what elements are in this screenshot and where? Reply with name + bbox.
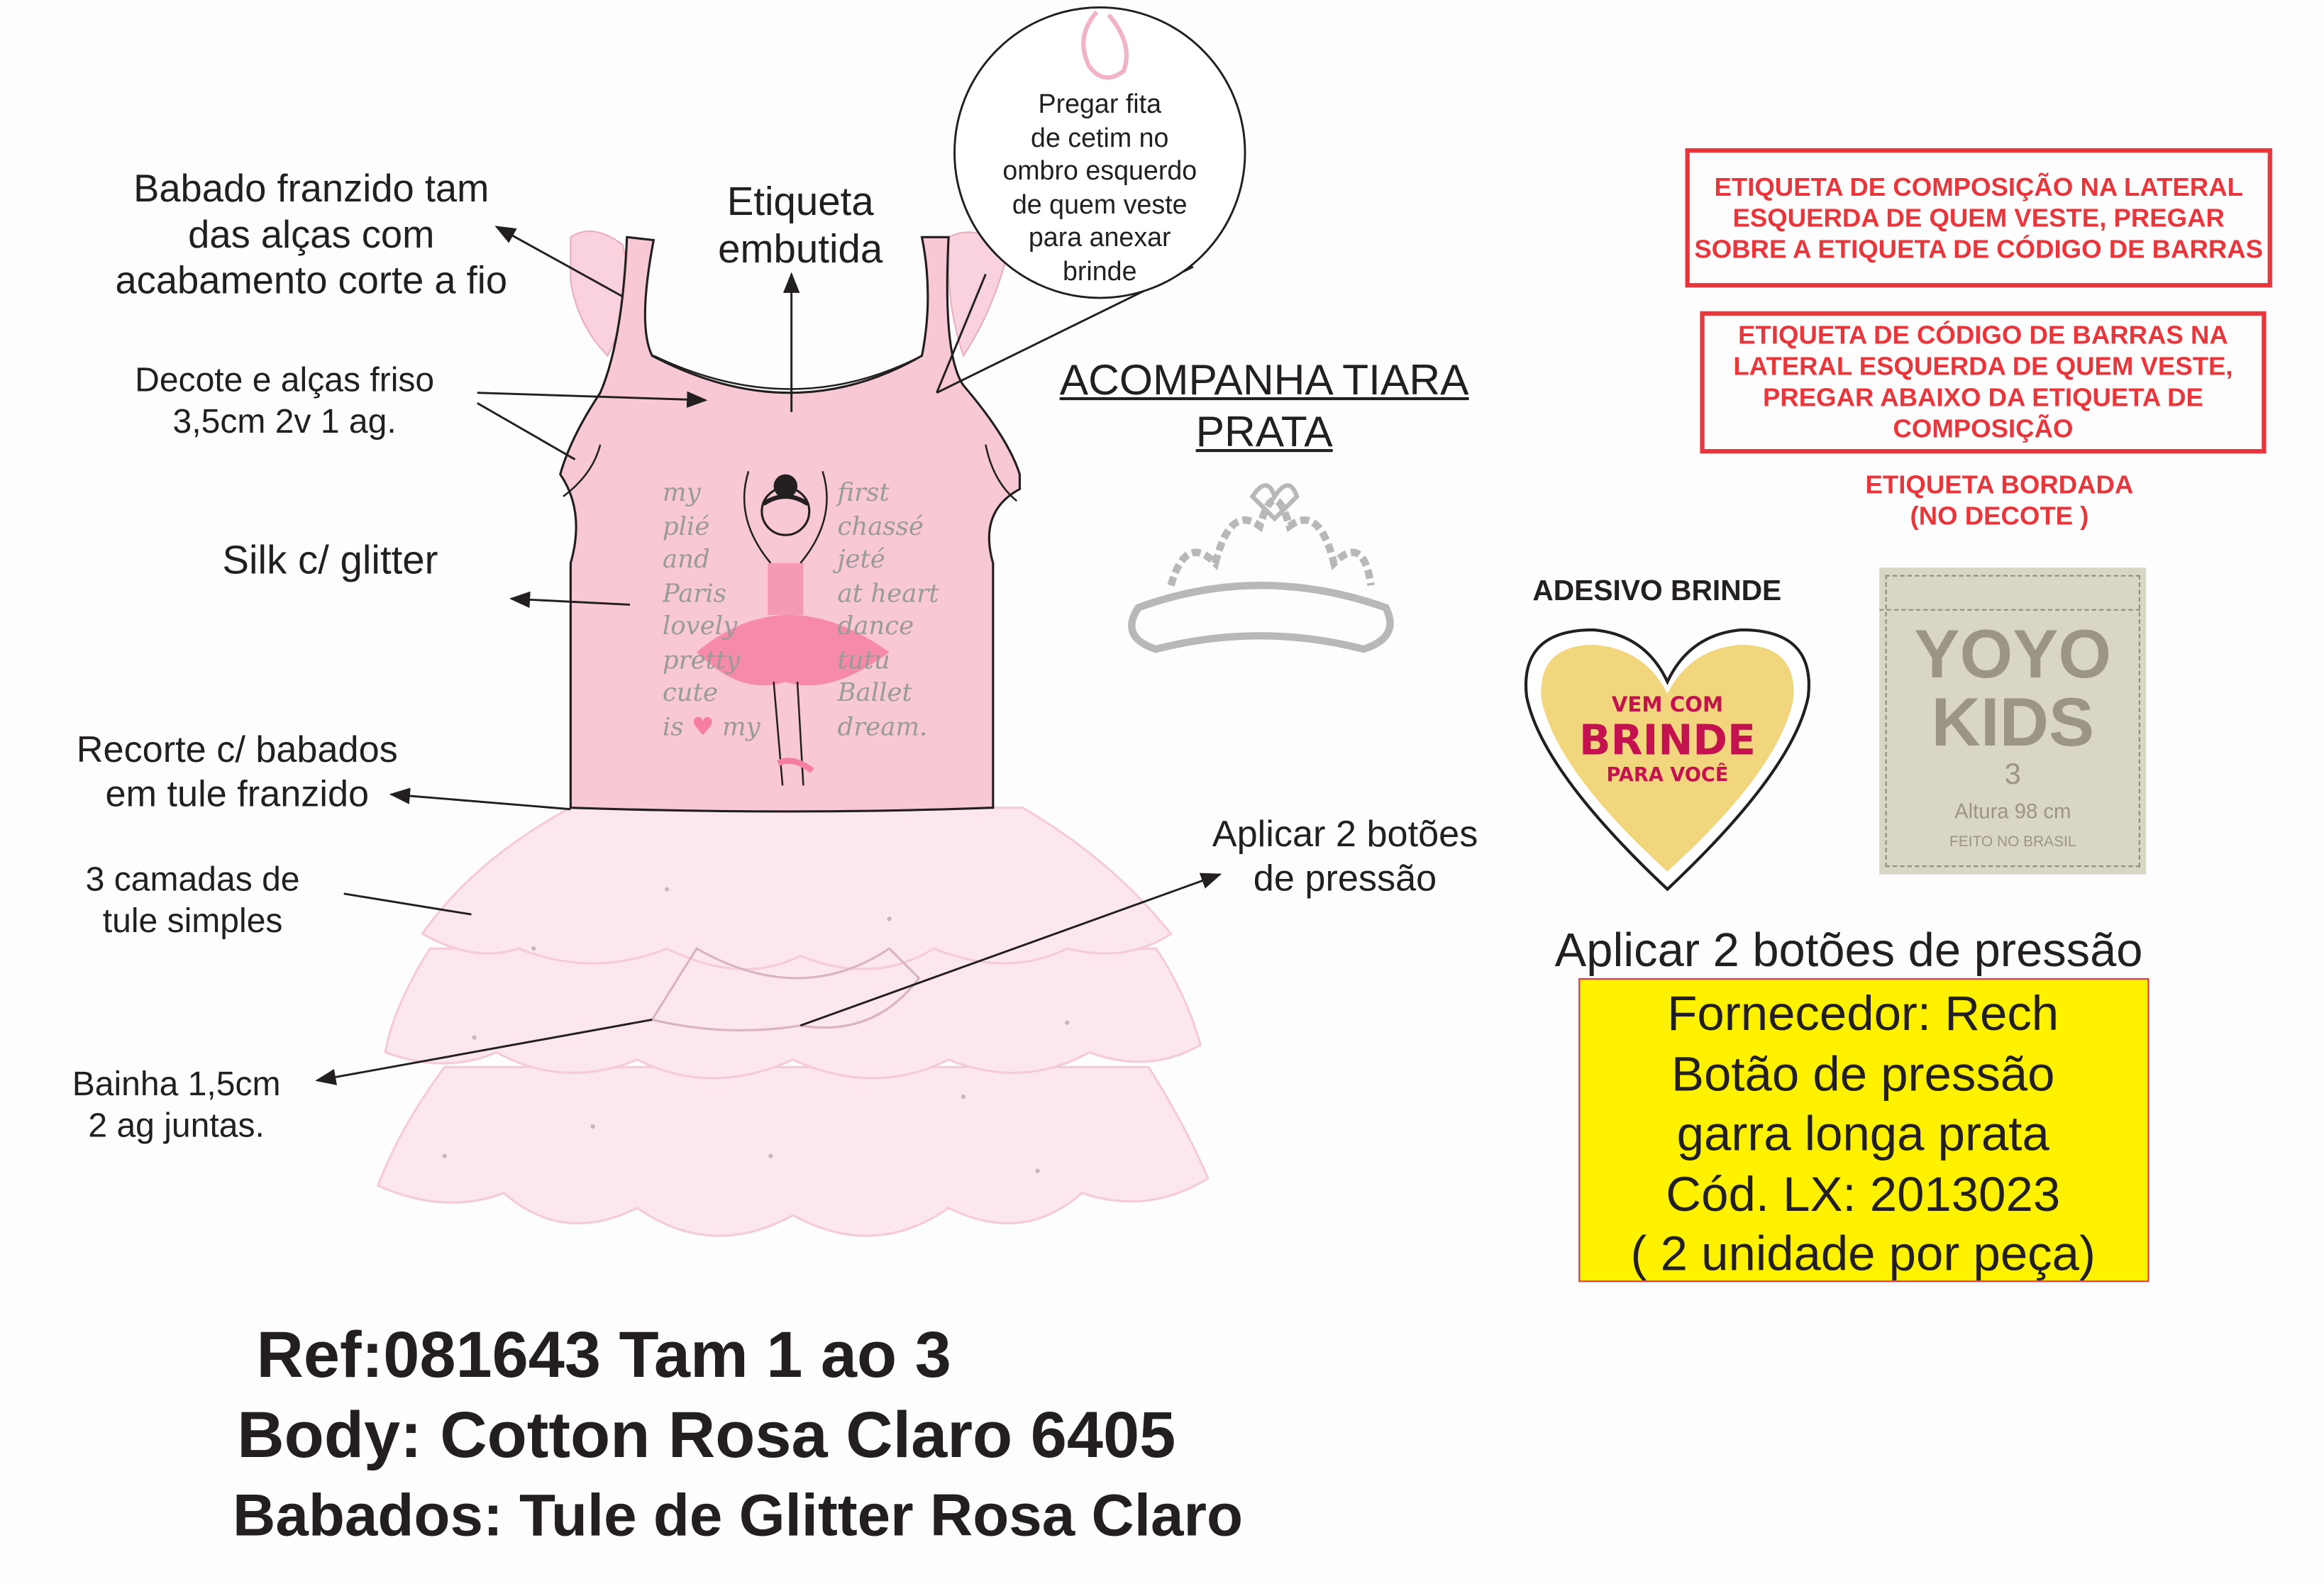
print-word: chassé: [837, 511, 924, 542]
print-word: my: [662, 478, 701, 509]
satin-ribbon-icon: [1081, 10, 1129, 80]
glitter: [442, 887, 1070, 1173]
supplier-heading: Aplicar 2 botões de pressão: [1554, 923, 2143, 977]
supplier-line: Cód. LX: 2013023: [1666, 1165, 2061, 1221]
body-crotch: [650, 947, 921, 1032]
label-origin: FEITO NO BRASIL: [1949, 834, 2076, 851]
print-word: and: [662, 545, 710, 575]
sticker-text: VEM COM BRINDE PARA VOCÊ: [1579, 693, 1756, 787]
brand-label: YOYO KIDS 3 Altura 98 cm FEITO NO BRASIL: [1879, 567, 2147, 875]
reference-code: Ref:081643 Tam 1 ao 3: [256, 1319, 951, 1392]
brand-name: YOYO: [1914, 615, 2112, 692]
print-word: Paris: [662, 578, 726, 609]
print-word: tutu: [837, 645, 890, 675]
print-word: plié: [662, 511, 710, 542]
tiara-icon: [1128, 483, 1394, 653]
callout-circle: [953, 6, 1246, 299]
print-word: dance: [837, 611, 914, 642]
print-word: my: [721, 711, 760, 742]
body-fabric: Body: Cotton Rosa Claro 6405: [237, 1399, 1176, 1472]
print-word: cute: [662, 678, 719, 709]
label-height: Altura 98 cm: [1954, 799, 2071, 823]
print-word: at heart: [837, 578, 939, 609]
ballerina-print: [696, 471, 890, 786]
sticker-heart: [1524, 628, 1810, 892]
print-word: pretty: [662, 645, 741, 675]
print-text-left: my plié and Paris lovely pretty cute is …: [663, 477, 760, 744]
brand-name: KIDS: [1931, 683, 2095, 760]
annotation-silk: Silk c/ glitter: [222, 538, 438, 583]
ruffle-fabric: Babados: Tule de Glitter Rosa Claro: [233, 1483, 1244, 1549]
embroidered-label-note: ETIQUETA BORDADA(NO DECOTE ): [1865, 470, 2134, 531]
print-word: first: [837, 478, 890, 509]
print-text-right: first chassé jeté at heart dance tutu Ba…: [837, 477, 939, 744]
print-word: dream.: [837, 711, 928, 742]
supplier-line: Fornecedor: Rech: [1667, 985, 2059, 1041]
supplier-box: Fornecedor: Rech Botão de pressão garra …: [1578, 977, 2149, 1283]
print-word: lovely: [662, 611, 738, 642]
supplier-line: Botão de pressão: [1671, 1046, 2055, 1101]
tutu: [376, 807, 1210, 1237]
barcode-label-note: ETIQUETA DE CÓDIGO DE BARRAS NA LATERAL …: [1700, 311, 2267, 454]
print-word: is: [662, 711, 684, 742]
label-size: 3: [2004, 758, 2021, 792]
supplier-line: garra longa prata: [1676, 1105, 2049, 1161]
print-word: jeté: [837, 545, 885, 575]
composition-label-note: ETIQUETA DE COMPOSIÇÃO NA LATERAL ESQUER…: [1685, 148, 2272, 288]
print-word: Ballet: [837, 678, 912, 709]
supplier-line: ( 2 unidade por peça): [1630, 1225, 2096, 1281]
sticker-title: ADESIVO BRINDE: [1532, 575, 1782, 608]
bodice: [559, 236, 1022, 813]
annotation-arrows: [315, 226, 1222, 1085]
